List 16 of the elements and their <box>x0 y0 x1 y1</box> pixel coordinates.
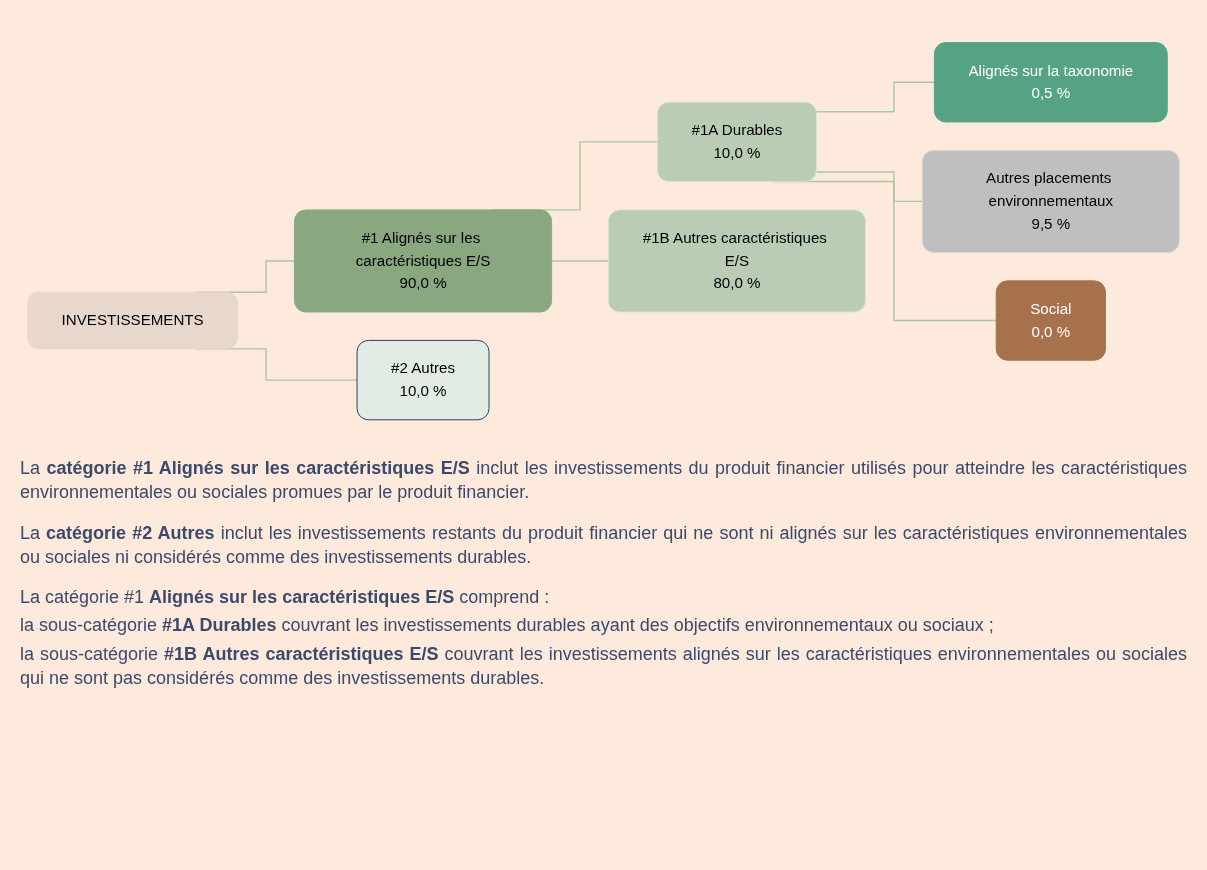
description-paragraph: La catégorie #1 Alignés sur les caractéristiques E/S comprend : <box>20 586 551 610</box>
node-box: #1 Alignés sur les caractéristiques E/S 90,0 % <box>293 209 553 313</box>
node-box: INVESTISSEMENTS <box>27 291 239 350</box>
connector <box>550 260 610 262</box>
node-box: #2 Autres 10,0 % <box>356 339 490 421</box>
description-paragraph: la sous-catégorie #1A Durables couvrant les investissements durables ayant des objectifs environnementaux ou sociaux ; <box>20 614 995 638</box>
connector <box>815 171 923 202</box>
node-box: #1B Autres caractéristiques E/S 80,0 % <box>607 209 866 313</box>
description-paragraph: la sous-catégorie #1B Autres caractéristiques E/S couvrant les investissements alignés sur les caractéristiques environnementales ou sociales qui ne sont pas considérés comme des investissements durables. <box>20 642 1187 691</box>
connector <box>815 81 936 113</box>
description-paragraph: La catégorie #1 Alignés sur les caractéristiques E/S inclut les investissements du produit financier utilisés pour atteindre les caractéristiques environnementales ou sociales promues par le produit financier. <box>20 457 1187 505</box>
description-paragraph: La catégorie #2 Autres inclut les investissements restants du produit financier qui ne sont ni alignés sur les caractéristiques environnementales ou sociales ni considérés comme des investissements durables. <box>20 521 1187 569</box>
node-box: Autres placements environnementaux 9,5 % <box>921 149 1180 253</box>
node-box: Alignés sur la taxonomie 0,5 % <box>933 41 1168 123</box>
node-box: #1A Durables 10,0 % <box>657 101 817 182</box>
node-box: Social 0,0 % <box>995 280 1106 361</box>
